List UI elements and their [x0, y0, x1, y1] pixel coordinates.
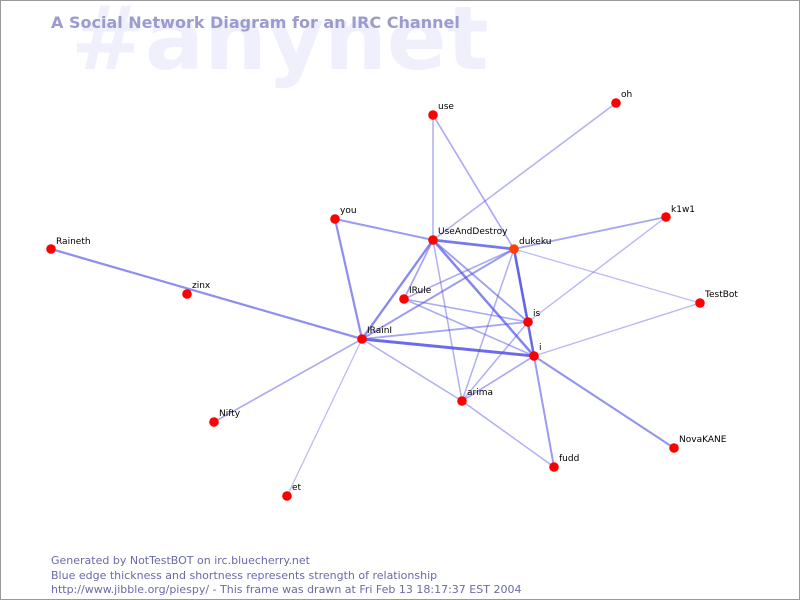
edge-you-UseAndDestroy: [334, 218, 434, 241]
node-dot-dukeku[interactable]: [509, 244, 519, 254]
node-label-Raineth: Raineth: [56, 237, 91, 247]
edge-oh-UseAndDestroy: [432, 102, 617, 241]
node-dot-et[interactable]: [282, 491, 292, 501]
node-dot-UseAndDestroy[interactable]: [428, 235, 438, 245]
node-label-you: you: [340, 206, 357, 216]
node-Raineth[interactable]: Raineth: [46, 237, 91, 254]
node-dot-use[interactable]: [428, 110, 438, 120]
node-dot-NovaKANE[interactable]: [669, 443, 679, 453]
footer-legend-note: Blue edge thickness and shortness repres…: [51, 568, 438, 582]
edge-use-dukeku: [432, 114, 515, 250]
node-label-dukeku: dukeku: [519, 237, 551, 247]
edge-arima-is: [461, 321, 529, 402]
edge-IRainI-i: [360, 337, 536, 358]
node-label-et: et: [292, 483, 302, 493]
edge-IRainI-dukeku: [361, 248, 515, 340]
edge-dukeku-is: [512, 247, 530, 324]
edge-IRule-UseAndDestroy: [403, 239, 434, 300]
edge-UseAndDestroy-is: [432, 239, 529, 323]
edge-IRainI-arima: [361, 338, 463, 402]
edge-arima-UseAndDestroy: [432, 239, 463, 402]
edge-i-TestBot: [533, 302, 701, 357]
edge-i-fudd: [533, 355, 555, 468]
node-NovaKANE[interactable]: NovaKANE: [669, 435, 727, 453]
node-k1w1[interactable]: k1w1: [661, 205, 695, 222]
edge-arima-dukeku: [461, 248, 515, 402]
edge-IRule-dukeku: [403, 248, 515, 300]
node-dot-k1w1[interactable]: [661, 212, 671, 222]
footer-generated-by: Generated by NotTestBOT on irc.bluecherr…: [51, 554, 310, 567]
edge-layer: [49, 102, 701, 497]
node-Nifty[interactable]: Nifty: [209, 409, 241, 427]
node-dot-Raineth[interactable]: [46, 244, 56, 254]
node-i[interactable]: i: [529, 343, 542, 361]
edge-Raineth-IRainI: [49, 247, 364, 341]
edge-IRainI-Nifty: [213, 338, 363, 423]
node-IRule[interactable]: IRule: [399, 286, 432, 304]
edge-dukeku-TestBot: [513, 248, 701, 304]
node-label-i: i: [539, 343, 542, 353]
edge-UseAndDestroy-i: [431, 238, 536, 358]
node-arima[interactable]: arima: [457, 388, 493, 406]
channel-watermark: #anynet: [71, 0, 489, 90]
footer-source-timestamp: http://www.jibble.org/piespy/ - This fra…: [51, 583, 522, 596]
edge-IRule-is: [403, 298, 529, 323]
node-dot-IRainI[interactable]: [357, 334, 367, 344]
node-dot-arima[interactable]: [457, 396, 467, 406]
node-dot-Nifty[interactable]: [209, 417, 219, 427]
node-dot-TestBot[interactable]: [695, 298, 705, 308]
node-label-use: use: [438, 102, 454, 112]
edge-you-IRainI: [333, 217, 364, 341]
node-IRainI[interactable]: IRainI: [357, 326, 392, 344]
node-dot-you[interactable]: [330, 214, 340, 224]
node-label-NovaKANE: NovaKANE: [679, 435, 727, 445]
node-dot-is[interactable]: [523, 317, 533, 327]
node-you[interactable]: you: [330, 206, 357, 224]
node-is[interactable]: is: [523, 309, 541, 327]
node-fudd[interactable]: fudd: [549, 454, 579, 472]
edge-arima-fudd: [461, 400, 555, 468]
node-dot-IRule[interactable]: [399, 294, 409, 304]
edge-UseAndDestroy-dukeku: [431, 238, 516, 251]
node-label-TestBot: TestBot: [704, 290, 738, 300]
node-label-Nifty: Nifty: [219, 409, 241, 419]
node-label-IRainI: IRainI: [367, 326, 392, 336]
footer: Generated by NotTestBOT on irc.bluecherr…: [51, 554, 521, 598]
edge-IRainI-et: [286, 338, 363, 497]
edge-dukeku-k1w1: [513, 216, 667, 250]
node-dot-oh[interactable]: [611, 98, 621, 108]
edge-IRainI-UseAndDestroy: [360, 238, 435, 341]
node-label-arima: arima: [467, 388, 493, 398]
node-label-k1w1: k1w1: [671, 205, 695, 215]
node-label-oh: oh: [621, 90, 632, 100]
node-dot-fudd[interactable]: [549, 462, 559, 472]
node-label-fudd: fudd: [559, 454, 579, 464]
node-zinx[interactable]: zinx: [182, 281, 211, 299]
node-label-IRule: IRule: [409, 286, 432, 296]
node-et[interactable]: et: [282, 483, 302, 501]
node-label-is: is: [533, 309, 541, 319]
edge-i-NovaKANE: [532, 354, 676, 450]
node-label-UseAndDestroy: UseAndDestroy: [438, 227, 508, 237]
edge-arima-i: [461, 355, 535, 402]
diagram-title: A Social Network Diagram for an IRC Chan…: [51, 13, 460, 32]
node-use[interactable]: use: [428, 102, 454, 120]
node-label-zinx: zinx: [192, 281, 211, 291]
node-dot-zinx[interactable]: [182, 289, 192, 299]
node-oh[interactable]: oh: [611, 90, 632, 108]
node-dukeku[interactable]: dukeku: [509, 237, 551, 254]
edge-IRainI-is: [361, 321, 529, 340]
node-UseAndDestroy[interactable]: UseAndDestroy: [428, 227, 508, 245]
node-dot-i[interactable]: [529, 351, 539, 361]
node-TestBot[interactable]: TestBot: [695, 290, 738, 308]
edge-is-k1w1: [527, 216, 667, 323]
edge-is-i: [527, 321, 535, 357]
